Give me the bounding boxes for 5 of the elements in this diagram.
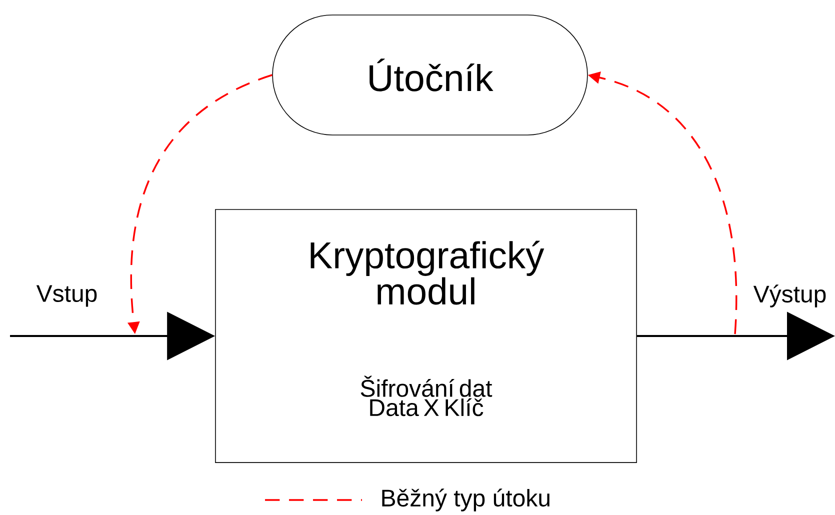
legend-text: Běžný typ útoku: [382, 488, 550, 512]
module-box: Kryptografický modul Šifrování dat Data X Klíč: [215, 209, 637, 463]
attacker-node: Útočník: [272, 14, 588, 136]
edge-label: Výstup: [753, 284, 826, 308]
edge-label: Vstup: [36, 285, 97, 307]
